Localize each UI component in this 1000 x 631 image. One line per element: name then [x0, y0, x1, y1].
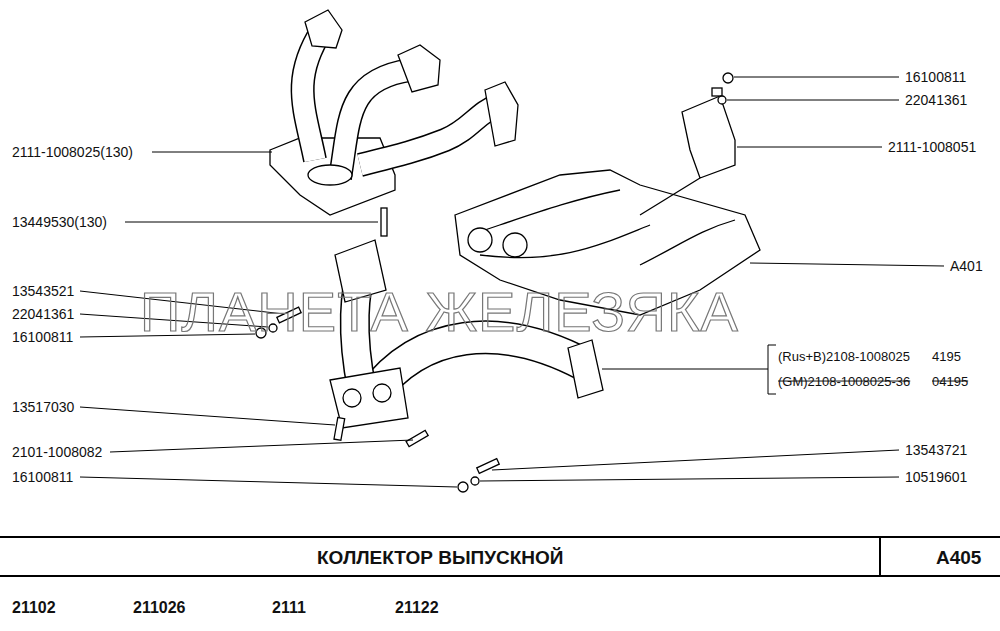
- part-number: 2101-1008082: [12, 444, 102, 460]
- part-number: (Rus+B)2108-1008025: [778, 350, 910, 365]
- part-number: A401: [950, 258, 983, 274]
- page-code: A405: [936, 547, 981, 569]
- model-code: 21122: [395, 599, 439, 617]
- part-number: 22041361: [905, 92, 967, 108]
- diagram-title: КОЛЛЕКТОР ВЫПУСКНОЙ: [317, 547, 563, 569]
- part-number: 4195: [932, 350, 961, 365]
- part-number: 2111-1008025(130): [12, 144, 133, 160]
- part-number: (GM)2108-1008025-36: [778, 375, 910, 390]
- part-number: 13449530(130): [12, 214, 107, 230]
- part-number: 04195: [932, 375, 968, 390]
- model-code: 2111: [272, 599, 306, 617]
- part-number: 13517030: [12, 399, 74, 415]
- part-number: 16100811: [905, 69, 966, 85]
- part-number: 22041361: [12, 306, 74, 322]
- part-number: 13543721: [905, 442, 967, 458]
- part-number: 10519601: [905, 469, 967, 485]
- part-number: 13543521: [12, 283, 74, 299]
- model-code: 21102: [12, 599, 56, 617]
- part-number: 16100811: [12, 329, 73, 345]
- model-code: 211026: [133, 599, 186, 617]
- watermark: ПЛАНЕТА ЖЕЛЕЗЯКА: [140, 280, 739, 344]
- part-number: 16100811: [12, 469, 73, 485]
- part-number: 2111-1008051: [888, 139, 976, 155]
